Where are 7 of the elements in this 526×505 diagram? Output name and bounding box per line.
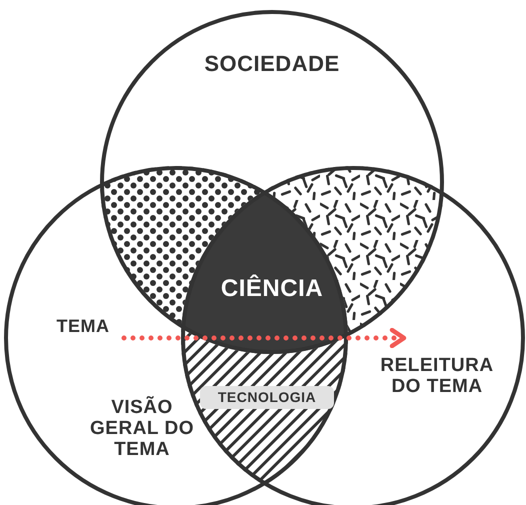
dotted-arrow	[122, 328, 406, 348]
circle-label: RELEITURA DO TEMA	[379, 356, 495, 398]
arrow-start-label: TEMA	[56, 317, 110, 337]
region-label-tag: TECNOLOGIA	[200, 386, 334, 410]
circle-label: SOCIEDADE	[203, 52, 341, 76]
circle-label: VISÃO GERAL DO TEMA	[89, 398, 195, 461]
region-label: CIÊNCIA	[220, 276, 324, 302]
